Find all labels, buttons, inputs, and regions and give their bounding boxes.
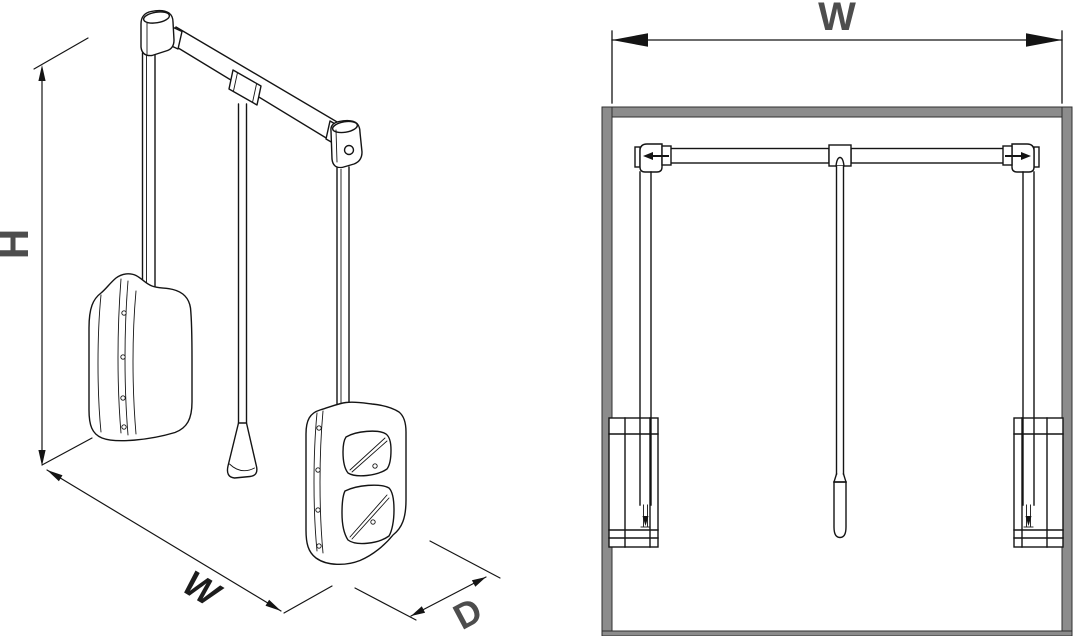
- depth-dimension-line: [410, 576, 487, 617]
- cabinet-carcass: [601, 106, 1073, 636]
- pull-rod-iso: [237, 103, 248, 424]
- height-extension-line-top: [33, 37, 89, 70]
- depth-dimension-label: D: [446, 589, 488, 636]
- width-dimension-front: [611, 30, 1063, 104]
- height-arrow-top-icon: [38, 65, 46, 81]
- width-adjust-arrow-left-icon: [643, 152, 653, 160]
- left-corner-bracket-front: [634, 143, 672, 173]
- depth-arrow-right-icon: [471, 577, 486, 587]
- width-arrow-left-front-icon: [612, 33, 648, 47]
- depth-extension-line-left: [354, 587, 417, 621]
- right-lift-unit-iso: [305, 401, 407, 566]
- left-tube-front: [639, 171, 652, 528]
- left-corner-bracket-iso: [140, 9, 183, 57]
- mechanism-opening-top: [342, 430, 392, 477]
- width-dimension-label-iso: W: [176, 562, 229, 616]
- cabinet-left-panel: [601, 106, 613, 636]
- right-tube-iso: [336, 166, 350, 413]
- left-lift-unit-iso: [88, 273, 193, 442]
- width-arrow-right-icon: [265, 599, 281, 611]
- width-dimension-iso: [46, 469, 333, 614]
- cabinet-right-panel: [1061, 106, 1073, 636]
- left-lift-unit-front: [608, 417, 659, 548]
- depth-arrow-left-icon: [411, 606, 426, 616]
- width-adjust-arrow-right-icon: [1021, 152, 1031, 160]
- height-dimension: [33, 37, 93, 466]
- rail-sleeve: [228, 69, 262, 106]
- spring-detail-right-icon: [1025, 516, 1032, 526]
- bracket-screw-icon: [343, 144, 355, 156]
- front-view: [601, 30, 1073, 636]
- right-lift-unit-front: [1013, 417, 1064, 548]
- height-arrow-bottom-icon: [38, 450, 46, 466]
- right-corner-bracket-iso: [325, 119, 363, 169]
- right-tube-front: [1022, 171, 1035, 528]
- pull-rod-grip-iso: [226, 422, 258, 479]
- hanger-rail-left-segment: [669, 147, 830, 164]
- left-tube-iso: [141, 50, 156, 297]
- hanger-rail-right-segment: [850, 147, 1005, 164]
- mechanism-opening-bottom: [341, 484, 395, 545]
- width-arrow-left-icon: [47, 470, 63, 482]
- width-dimension-line-iso: [46, 469, 282, 612]
- pull-rod-handle-front: [833, 481, 847, 539]
- width-extension-line-iso: [283, 585, 333, 614]
- right-corner-bracket-front: [1002, 143, 1040, 173]
- isometric-view: [33, 9, 501, 621]
- pull-rod-front: [833, 165, 847, 539]
- width-dimension-label-front: W: [818, 0, 856, 39]
- cabinet-bottom-panel: [601, 630, 1073, 636]
- depth-extension-line-right: [429, 540, 501, 579]
- spring-detail-left-icon: [642, 516, 649, 526]
- height-extension-line-bottom: [41, 437, 93, 466]
- height-dimension-label: H: [0, 229, 37, 259]
- depth-dimension: [354, 540, 501, 621]
- cabinet-top-panel: [601, 106, 1073, 118]
- center-connector-front: [828, 144, 852, 167]
- width-arrow-right-front-icon: [1026, 33, 1062, 47]
